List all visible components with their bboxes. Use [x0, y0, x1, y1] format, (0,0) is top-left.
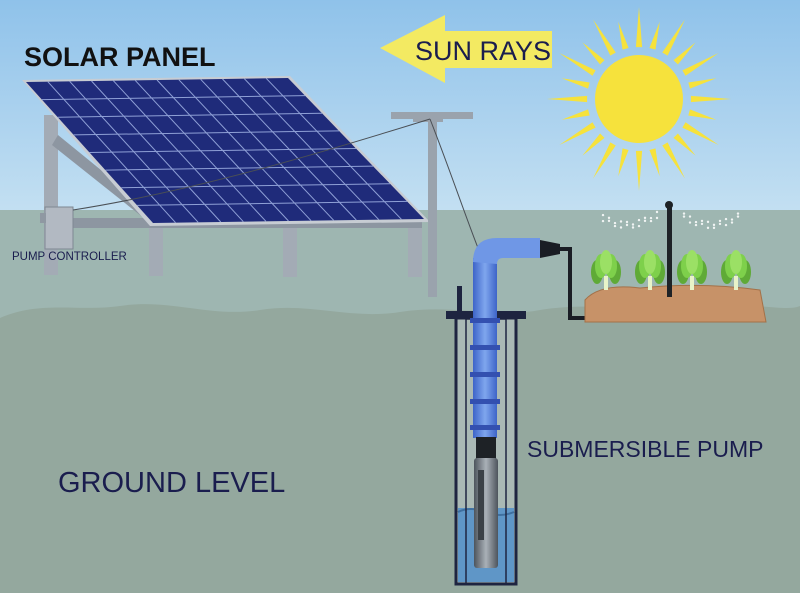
- spray-droplet: [718, 219, 722, 223]
- spray-droplet: [724, 217, 728, 221]
- utility-pole: [391, 112, 473, 297]
- spray-droplet: [637, 218, 641, 222]
- solar-panel: [22, 76, 430, 226]
- sun-ray: [547, 95, 588, 103]
- lettuce-plant: [635, 250, 665, 290]
- sun-ray: [559, 53, 596, 76]
- sun-ray: [618, 21, 629, 50]
- spray-droplet: [688, 215, 692, 218]
- spray-droplet: [700, 219, 704, 223]
- power-wires: [72, 118, 479, 249]
- spray-droplet: [607, 216, 611, 220]
- sun-ray: [582, 42, 605, 65]
- sun-rays-label: SUN RAYS: [415, 36, 552, 66]
- spray-droplet: [601, 219, 605, 223]
- panel-grid-line: [57, 112, 323, 118]
- spray-droplet: [694, 223, 698, 227]
- spray-droplet: [643, 216, 647, 220]
- pump-controller-box: [44, 206, 74, 250]
- sun-ray: [673, 42, 696, 65]
- sun-ray: [682, 53, 719, 76]
- spray-droplet: [655, 216, 659, 220]
- sun-ray: [559, 122, 596, 145]
- sun-ray: [593, 19, 616, 56]
- sun-rays-arrow: [380, 15, 552, 83]
- sun-ray: [618, 148, 629, 177]
- panel-grid-line: [73, 130, 340, 136]
- spray-droplet: [613, 221, 617, 225]
- panel-grid-line: [41, 95, 306, 101]
- spray-droplet: [688, 221, 692, 224]
- spray-droplet: [682, 212, 686, 215]
- submersible-pump: [474, 437, 498, 568]
- spray-droplet: [712, 223, 716, 227]
- spray-droplet: [613, 224, 617, 228]
- spray-droplet: [637, 224, 641, 228]
- spray-droplet: [730, 218, 734, 221]
- submersible-pump-label: SUBMERSIBLE PUMP: [527, 436, 764, 462]
- sun-ray: [635, 150, 643, 191]
- panel-grid-line: [121, 183, 391, 189]
- ground-soil-layer: [0, 304, 800, 593]
- spray-droplet: [730, 221, 734, 224]
- sun-ray: [662, 19, 685, 56]
- sun-ray: [673, 133, 696, 156]
- spray-droplet: [736, 212, 740, 215]
- ground-level-label: GROUND LEVEL: [58, 467, 286, 499]
- panel-grid-line: [137, 200, 408, 206]
- lettuce-plant: [677, 250, 707, 290]
- spray-droplet: [655, 210, 659, 214]
- spray-droplet: [706, 220, 710, 224]
- pump-controller-label: PUMP CONTROLLER: [12, 251, 127, 263]
- sun: [547, 7, 731, 191]
- spray-droplet: [631, 226, 635, 229]
- spray-droplet: [712, 226, 716, 230]
- spray-droplet: [718, 222, 722, 226]
- spray-droplet: [643, 219, 647, 223]
- sun-ray: [635, 7, 643, 48]
- garden-bed: [584, 201, 767, 323]
- spray-droplet: [601, 213, 605, 217]
- sun-ray: [649, 148, 660, 177]
- spray-droplet: [649, 216, 653, 220]
- spray-droplet: [649, 219, 653, 223]
- spray-droplet: [694, 220, 698, 224]
- lettuce-plant: [591, 250, 621, 290]
- sun-ray: [690, 95, 731, 103]
- spray-droplet: [706, 226, 710, 230]
- solar-panel-label: SOLAR PANEL: [24, 42, 216, 72]
- sun-ray: [682, 122, 719, 145]
- sun-ray: [561, 78, 590, 89]
- spray-droplet: [724, 223, 728, 227]
- sun-ray: [688, 78, 717, 89]
- sun-ray: [582, 133, 605, 156]
- spray-droplet: [619, 226, 623, 229]
- spray-droplet: [607, 219, 611, 223]
- panel-grid-line: [89, 148, 357, 153]
- spray-droplet: [736, 215, 740, 218]
- spray-droplet: [625, 220, 629, 224]
- panel-grid-line: [105, 165, 374, 171]
- spray-droplet: [700, 222, 704, 226]
- sun-ray: [649, 21, 660, 50]
- spray-droplet: [682, 215, 686, 218]
- sun-ray: [593, 142, 616, 179]
- spray-droplet: [631, 223, 635, 226]
- sun-ray: [688, 109, 717, 120]
- water-pipe: [457, 238, 585, 438]
- spray-droplet: [625, 223, 629, 227]
- sun-ray: [662, 142, 685, 179]
- controller-hinge: [40, 213, 46, 223]
- lettuce-plant: [721, 250, 751, 290]
- spray-droplet: [619, 220, 623, 223]
- sun-ray: [561, 109, 590, 120]
